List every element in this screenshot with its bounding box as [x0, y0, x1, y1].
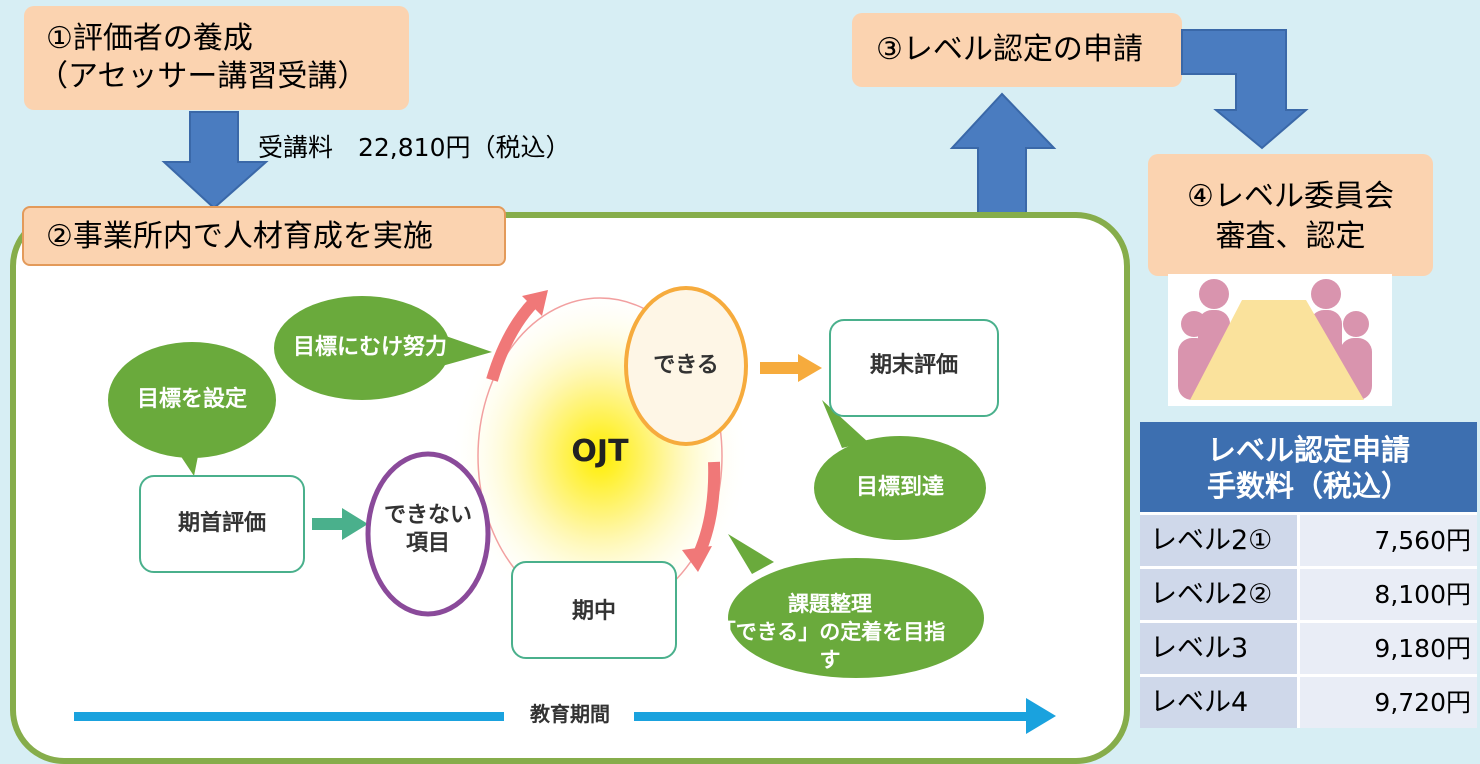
- fee-table-subtitle: 手数料（税込）: [1206, 469, 1410, 503]
- fee-row: レベル4 9,720円: [1140, 674, 1477, 728]
- fee-level: レベル2①: [1140, 515, 1300, 566]
- midterm-node: 期中: [571, 599, 616, 624]
- fee-row: レベル2① 7,560円: [1140, 512, 1477, 566]
- fee-price: 8,100円: [1300, 569, 1477, 620]
- bent-arrow-icon: [1181, 29, 1309, 150]
- step3-title: ③レベル認定の申請: [876, 32, 1143, 67]
- fee-row: レベル2② 8,100円: [1140, 566, 1477, 620]
- step1-subtitle: （アセッサー講習受講）: [38, 59, 368, 94]
- ojt-cycle-diagram: [74, 286, 1056, 734]
- can-do-node: できる: [653, 353, 719, 378]
- fee-level: レベル2②: [1140, 569, 1300, 620]
- step4-box: ④レベル委員会 審査、認定: [1148, 154, 1433, 276]
- fee-row: レベル3 9,180円: [1140, 620, 1477, 674]
- step4-title: ④レベル委員会: [1187, 179, 1394, 214]
- issue-line2: 「できる」の定着を目指す: [714, 620, 946, 672]
- down-arrow-icon: [161, 111, 269, 210]
- issue-bubble: 課題整理 「できる」の定着を目指す: [710, 590, 950, 674]
- start-evaluation-node: 期首評価: [177, 511, 266, 536]
- step2-title: ②事業所内で人材育成を実施: [46, 219, 433, 254]
- step1-title: ①評価者の養成: [46, 21, 253, 56]
- cannot-do-line2: 項目: [405, 531, 450, 556]
- up-arrow-icon: [949, 92, 1057, 215]
- fee-table-header: レベル認定申請 手数料（税込）: [1140, 422, 1477, 512]
- goal-setting-bubble: 目標を設定: [136, 387, 247, 412]
- ojt-label: OJT: [571, 434, 629, 469]
- committee-meeting-illustration: [1168, 274, 1392, 406]
- step2-box: ②事業所内で人材育成を実施: [22, 206, 506, 266]
- fee-level: レベル3: [1140, 623, 1300, 674]
- step1-box: ①評価者の養成 （アセッサー講習受講）: [24, 6, 409, 110]
- cannot-do-node: できない 項目: [378, 502, 478, 558]
- fee-level: レベル4: [1140, 677, 1300, 728]
- goal-reached-bubble: 目標到達: [855, 475, 944, 500]
- training-fee-note: 受講料 22,810円（税込）: [258, 133, 571, 162]
- step4-subtitle: 審査、認定: [1215, 219, 1366, 254]
- fee-price: 9,720円: [1300, 677, 1477, 728]
- step3-box: ③レベル認定の申請: [852, 13, 1182, 87]
- cannot-do-line1: できない: [383, 503, 472, 528]
- effort-bubble: 目標にむけ努力: [292, 335, 447, 360]
- education-period-label: 教育期間: [530, 702, 610, 726]
- fee-table-title: レベル認定申請: [1206, 433, 1410, 467]
- fee-price: 9,180円: [1300, 623, 1477, 674]
- end-evaluation-node: 期末評価: [869, 353, 958, 378]
- fee-price: 7,560円: [1300, 515, 1477, 566]
- fee-table: レベル認定申請 手数料（税込） レベル2① 7,560円 レベル2② 8,100…: [1140, 422, 1477, 728]
- issue-line1: 課題整理: [788, 592, 872, 616]
